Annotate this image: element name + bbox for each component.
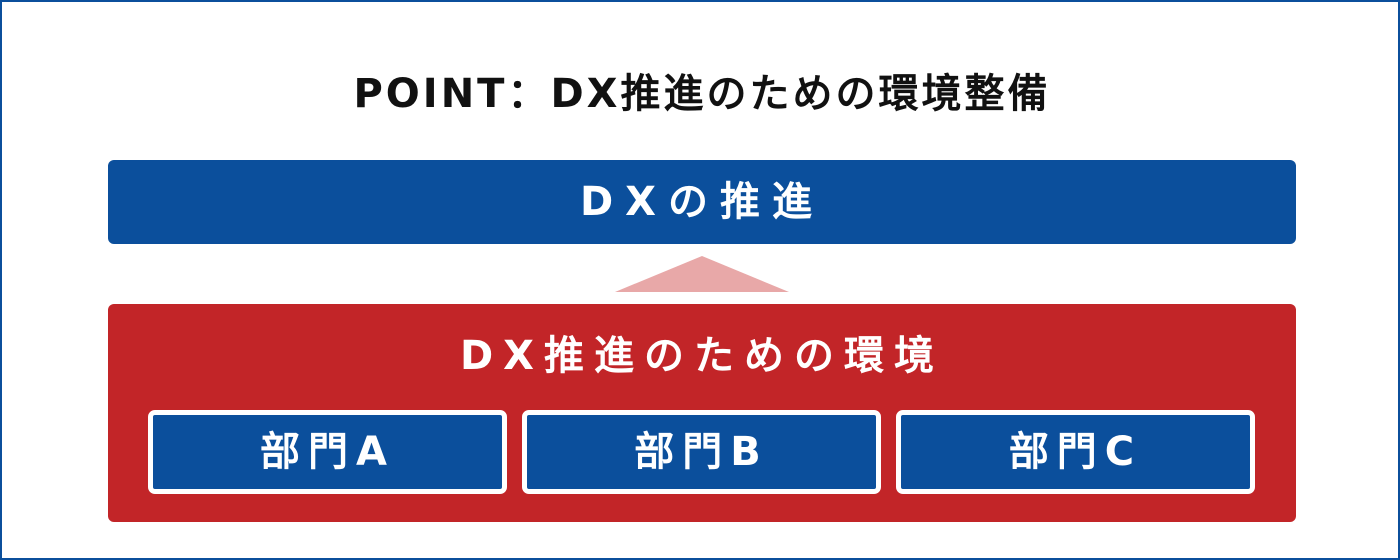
dx-environment-box: DX推進のための環境 部門A 部門B 部門C [108, 304, 1296, 522]
diagram-title: POINT：DX推進のための環境整備 [353, 71, 1051, 117]
dx-promotion-bar: DXの推進 [108, 160, 1296, 244]
dx-environment-title: DX推進のための環境 [459, 333, 945, 379]
up-arrow-icon [615, 256, 789, 292]
department-b-box: 部門B [522, 410, 881, 494]
department-c-box: 部門C [896, 410, 1255, 494]
department-a-box: 部門A [148, 410, 507, 494]
